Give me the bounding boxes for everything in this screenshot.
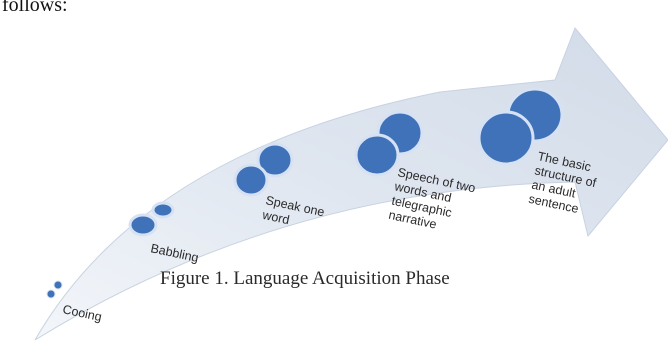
stage-circle-front <box>354 133 400 177</box>
stage-label-line: word <box>260 208 290 228</box>
stage-circle-front <box>46 289 56 299</box>
intro-text: follows: <box>2 0 68 16</box>
stage-circle-front <box>128 213 158 237</box>
stage-circle-front <box>477 110 535 166</box>
stage-marker-4: Speech of twowords andtelegraphicnarrati… <box>354 110 477 232</box>
stage-circle-back <box>151 201 175 219</box>
figure-caption: Figure 1. Language Acquisition Phase <box>160 268 450 289</box>
stage-circle-back <box>53 280 63 290</box>
stage-circle-back <box>256 142 294 178</box>
stage-marker-5: The basicstructure ofan adultsentence <box>477 87 598 216</box>
stage-circle-front <box>233 163 269 197</box>
